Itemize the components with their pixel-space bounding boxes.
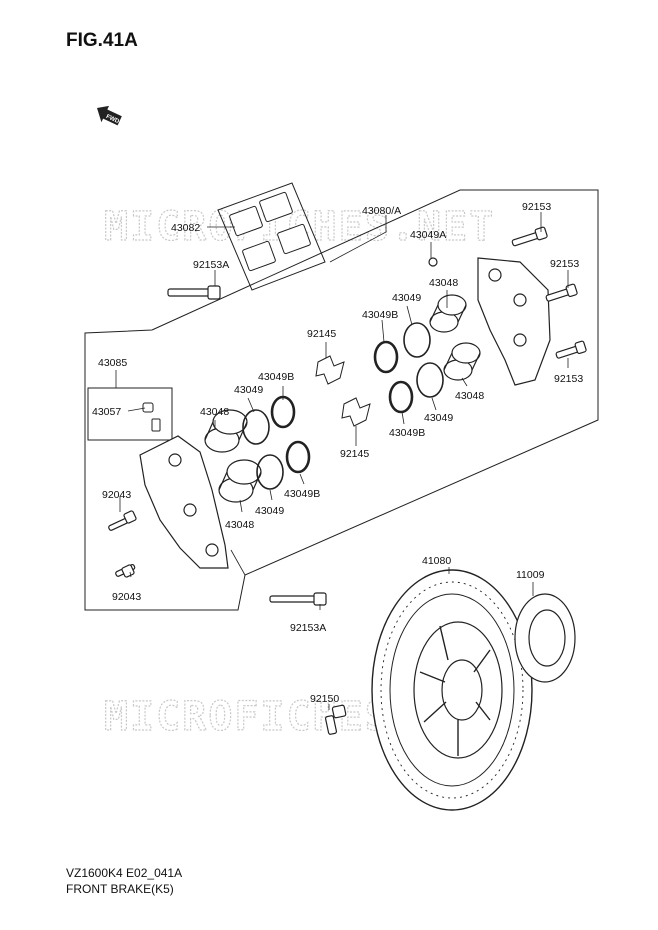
brake-pad-icons — [229, 191, 311, 272]
label-43082: 43082 — [171, 222, 200, 234]
piston-seal-icons — [242, 322, 444, 490]
disc-shim-icon — [514, 593, 576, 683]
label-43049b-left-upper: 43049B — [258, 371, 294, 383]
fwd-arrow-icon: FWD — [97, 105, 122, 125]
label-92043-lower: 92043 — [112, 591, 141, 603]
label-43048-right-lower: 43048 — [455, 390, 484, 402]
bleeder-valve-icon — [142, 402, 161, 432]
piston-icons — [204, 294, 481, 503]
label-92153-lower: 92153 — [554, 373, 583, 385]
label-43049-right-lower: 43049 — [424, 412, 453, 424]
label-43049b-left-lower: 43049B — [284, 488, 320, 500]
bleeder-kit-outline — [87, 387, 173, 441]
label-43048-left-upper: 43048 — [200, 406, 229, 418]
label-92145-upper: 92145 — [307, 328, 336, 340]
label-11009: 11009 — [516, 569, 545, 581]
label-43057: 43057 — [92, 406, 121, 418]
label-43048-left-lower: 43048 — [225, 519, 254, 531]
footer-section-name: FRONT BRAKE(K5) — [66, 882, 174, 896]
label-92043-upper: 92043 — [102, 489, 131, 501]
pad-kit-outline — [217, 182, 326, 291]
label-92153a-top: 92153A — [193, 259, 229, 271]
right-caliper-body-icon — [477, 257, 551, 386]
brake-disc-icon — [371, 569, 533, 811]
label-92150: 92150 — [310, 693, 339, 705]
figure-title: FIG.41A — [66, 30, 138, 51]
leader-lines — [115, 212, 569, 710]
label-43048-right-upper: 43048 — [429, 277, 458, 289]
label-92145-lower: 92145 — [340, 448, 369, 460]
label-43049b-right-upper: 43049B — [362, 309, 398, 321]
label-43080a: 43080/A — [362, 205, 401, 217]
label-43049-right-upper: 43049 — [392, 292, 421, 304]
label-41080: 41080 — [422, 555, 451, 567]
label-92153-upper: 92153 — [522, 201, 551, 213]
fwd-label: FWD — [105, 114, 121, 125]
caliper-assembly-outline — [84, 189, 599, 611]
label-43049b-right-lower: 43049B — [389, 427, 425, 439]
label-92153a-bottom: 92153A — [290, 622, 326, 634]
label-43049-left-upper: 43049 — [234, 384, 263, 396]
bolt-icons — [108, 226, 587, 735]
label-92153-middle: 92153 — [550, 258, 579, 270]
label-43049-left-lower: 43049 — [255, 505, 284, 517]
label-43049a: 43049A — [410, 229, 446, 241]
pad-spring-icons — [315, 355, 371, 427]
left-caliper-body-icon — [139, 435, 229, 569]
footer-model-code: VZ1600K4 E02_041A — [66, 866, 183, 880]
nut-icon — [428, 257, 438, 267]
label-43085: 43085 — [98, 357, 127, 369]
